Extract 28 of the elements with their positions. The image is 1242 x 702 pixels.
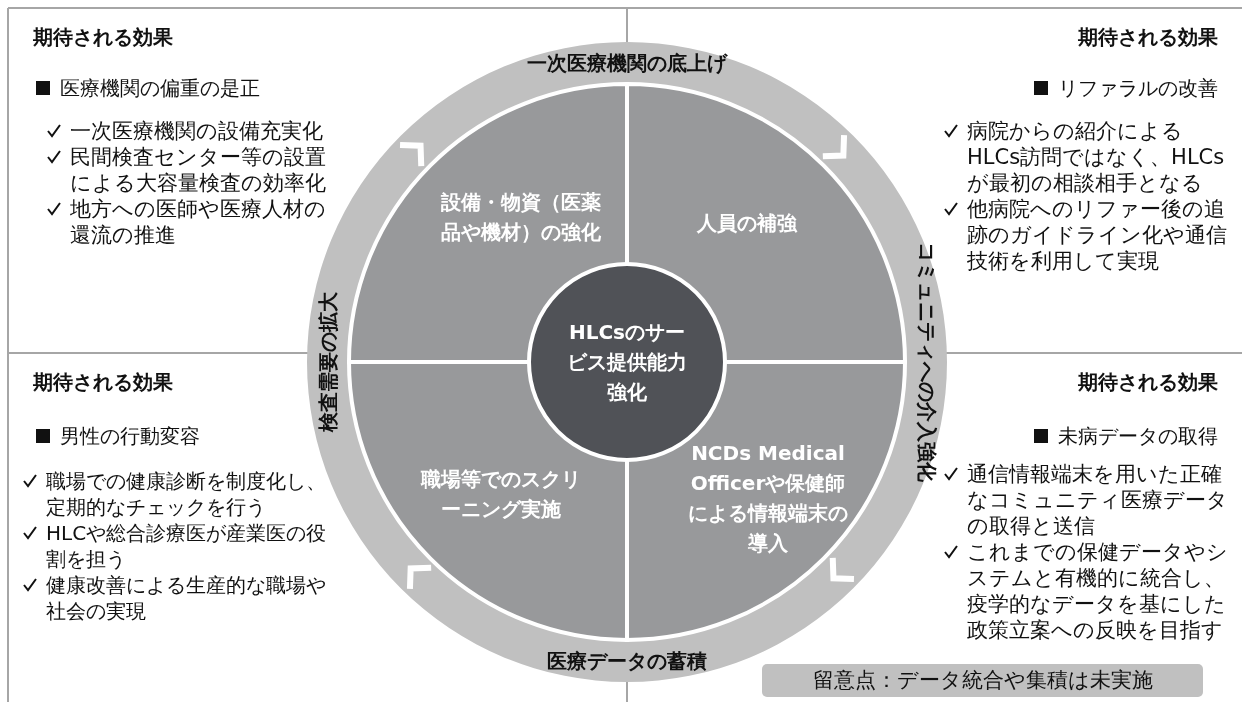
sector-label: 設備・物資（医薬品や機材）の強化 [440, 189, 602, 246]
ring-label: 医療データの蓄積 [547, 647, 707, 675]
ring-label: コミュニティへの介入強化 [913, 242, 940, 482]
sector-label: NCDs Medical Officerや保健師による情報端末の導入 [687, 440, 849, 557]
ring-label: 一次医療機関の底上げ [527, 49, 727, 77]
note-box: 留意点：データ統合や集積は未実施 [762, 664, 1203, 697]
heading: 期待される効果 [1078, 24, 1218, 51]
checklist-item: 健康改善による生産的な職場や社会の実現 [46, 572, 327, 624]
checklist-item: これまでの保健データやシステムと有機的に統合し、疫学的なデータを基にした政策立案への反映を目指す [967, 539, 1229, 643]
checklist-item: 一次医療機関の設備充実化 [70, 118, 324, 144]
checklist-item: 職場での健康診断を制度化し、定期的なチェックを行う [46, 468, 327, 520]
center-label: HLCsのサービス提供能力強化 [566, 319, 688, 406]
sector-label: 職場等でのスクリーニング実施 [419, 466, 582, 523]
bullet-point: 男性の行動変容 [60, 423, 200, 450]
checklist-item: 病院からの紹介によるHLCs訪問ではなく、HLCsが最初の相談相手となる [967, 118, 1226, 196]
sector-label: 人員の補強 [696, 210, 799, 237]
ring-label: 検査需要の拡大 [314, 292, 341, 432]
checklist-item: 民間検査センター等の設置による大容量検査の効率化 [70, 144, 327, 196]
heading: 期待される効果 [33, 369, 173, 396]
checklist-item: 他病院へのリファー後の追跡のガイドライン化や通信技術を利用して実現 [967, 196, 1228, 274]
heading: 期待される効果 [33, 24, 173, 51]
bullet-point: リファラルの改善 [1058, 75, 1218, 102]
checklist-item: HLCや総合診療医が産業医の役割を担う [46, 520, 328, 572]
bullet-point: 未病データの取得 [1058, 423, 1218, 450]
bullet-point: 医療機関の偏重の是正 [60, 75, 260, 102]
heading: 期待される効果 [1078, 369, 1218, 396]
checklist-item: 地方への医師や医療人材の還流の推進 [70, 196, 327, 248]
checklist-item: 通信情報端末を用いた正確なコミュニティ医療データの取得と送信 [967, 461, 1229, 539]
